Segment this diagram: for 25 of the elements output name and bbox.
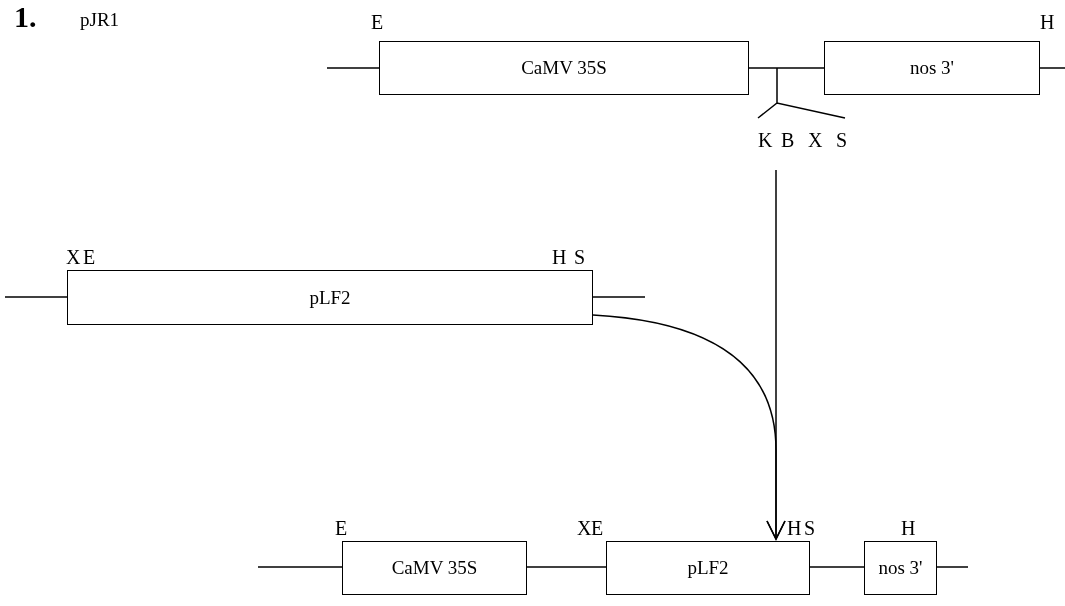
restriction-site: S <box>574 247 586 267</box>
restriction-site: X <box>66 247 81 267</box>
restriction-site: S <box>804 518 816 538</box>
plasmid-name: pJR1 <box>80 10 120 29</box>
restriction-site: E <box>335 518 348 538</box>
gene-segment-box: pLF2 <box>67 270 593 325</box>
gene-segment-box: CaMV 35S <box>342 541 527 595</box>
restriction-site: S <box>836 130 848 150</box>
restriction-site: X <box>808 130 823 150</box>
restriction-site: B <box>781 130 795 150</box>
restriction-site: H <box>901 518 916 538</box>
curved-arrow <box>592 314 786 540</box>
restriction-site: E <box>83 247 96 267</box>
gene-segment-box: nos 3' <box>824 41 1040 95</box>
restriction-site: K <box>758 130 773 150</box>
gene-segment-box: nos 3' <box>864 541 937 595</box>
gene-segment-box: CaMV 35S <box>379 41 749 95</box>
restriction-site: H <box>552 247 567 267</box>
step-number: 1. <box>14 2 37 32</box>
restriction-site: E <box>371 12 384 32</box>
restriction-site: H <box>787 518 802 538</box>
gene-segment-box: pLF2 <box>606 541 810 595</box>
restriction-site: E <box>591 518 604 538</box>
restriction-site: H <box>1040 12 1055 32</box>
restriction-site: X <box>577 518 592 538</box>
